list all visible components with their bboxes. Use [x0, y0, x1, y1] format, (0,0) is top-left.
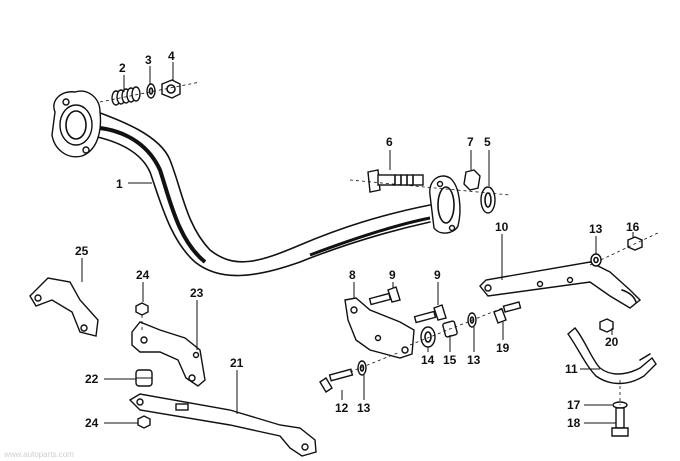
callout-24-upper: 24 [136, 268, 150, 282]
callout-15: 15 [443, 353, 457, 367]
bolt-long [367, 169, 424, 193]
callout-16: 16 [626, 220, 640, 234]
bolt-9-right [413, 304, 447, 324]
callout-17: 17 [567, 398, 581, 412]
callout-1: 1 [116, 177, 123, 191]
rubber-mount [135, 369, 153, 387]
bushing-14 [420, 326, 436, 348]
callout-3: 3 [145, 53, 152, 67]
callout-labels: 1 2 3 4 5 6 7 8 9 9 10 11 12 13 13 13 14… [75, 49, 640, 430]
nut-20 [599, 318, 614, 333]
bolt-9-left [368, 286, 401, 306]
callout-22: 22 [85, 372, 99, 386]
spring [111, 86, 141, 106]
callout-6: 6 [386, 135, 393, 149]
callout-11: 11 [565, 362, 578, 376]
callout-21: 21 [230, 356, 244, 370]
nut-flange [463, 169, 481, 191]
callout-19: 19 [496, 341, 510, 355]
callout-13-low: 13 [357, 401, 371, 415]
callout-4: 4 [168, 49, 175, 63]
support-bar-21 [128, 393, 317, 457]
hanger-bracket-10 [479, 261, 642, 309]
bolt-12 [319, 368, 354, 393]
bracket-23 [131, 321, 206, 387]
gasket-ring [480, 186, 496, 214]
callout-20: 20 [605, 335, 619, 349]
watermark: www.autoparts.com [3, 450, 74, 459]
callout-12: 12 [335, 401, 349, 415]
clamp-11 [567, 327, 657, 385]
callout-7: 7 [467, 135, 474, 149]
callout-9-right: 9 [434, 268, 441, 282]
callout-18: 18 [567, 416, 581, 430]
bracket-8 [344, 297, 415, 359]
callout-25: 25 [75, 244, 89, 258]
callout-2: 2 [119, 61, 126, 75]
callout-23: 23 [190, 286, 204, 300]
bracket-25 [29, 277, 99, 337]
bolt-18 [611, 407, 629, 437]
bolt-19 [493, 301, 522, 324]
washer-13-low [357, 360, 367, 376]
nut [161, 79, 181, 99]
callout-5: 5 [484, 135, 491, 149]
callout-9-left: 9 [389, 268, 396, 282]
callout-14: 14 [421, 353, 435, 367]
front-exhaust-pipe [51, 90, 461, 277]
leader-lines [81, 62, 634, 424]
callout-8: 8 [349, 268, 356, 282]
callout-24-lower: 24 [85, 416, 99, 430]
callout-13-top: 13 [589, 222, 603, 236]
callout-13-mid: 13 [467, 353, 481, 367]
callout-10: 10 [495, 220, 509, 234]
nut-24-lower [137, 415, 151, 429]
nut-24-upper [135, 302, 149, 316]
